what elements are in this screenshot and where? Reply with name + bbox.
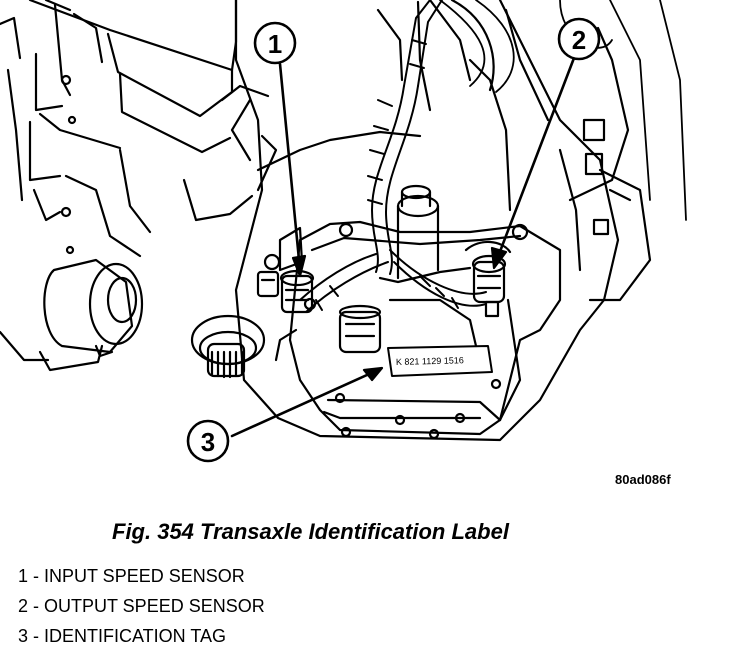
callout-3: 3 <box>186 419 230 463</box>
legend-list: 1 - INPUT SPEED SENSOR 2 - OUTPUT SPEED … <box>18 561 265 651</box>
leader-arrow-3 <box>362 366 384 382</box>
identification-tag-shape <box>387 345 493 377</box>
leader-lines <box>230 56 576 438</box>
right-bracket <box>588 168 652 302</box>
callout-number-2: 2 <box>572 25 586 55</box>
transaxle-illustration: 1 2 3 K 821 1129 1516 <box>0 0 687 463</box>
axle-housing <box>0 258 144 372</box>
identification-tag-text: K 821 1129 1516 <box>396 355 464 367</box>
engine-bay-structure <box>0 0 278 258</box>
figure-code: 80ad086f <box>615 472 671 487</box>
legend-item-input-speed-sensor: 1 - INPUT SPEED SENSOR <box>18 566 245 586</box>
wiring-harness <box>299 0 487 313</box>
transaxle-case <box>230 0 630 442</box>
legend-item-output-speed-sensor: 2 - OUTPUT SPEED SENSOR <box>18 596 265 616</box>
callout-1: 1 <box>253 21 297 65</box>
callout-number-3: 3 <box>201 427 215 457</box>
leader-arrow-1 <box>291 254 307 278</box>
leader-arrow-2 <box>490 246 508 270</box>
solenoid-tower <box>378 184 478 348</box>
callout-2: 2 <box>557 17 601 61</box>
upper-wires <box>439 0 687 221</box>
figure-caption: Fig. 354 Transaxle Identification Label <box>112 519 509 544</box>
callout-number-1: 1 <box>268 29 282 59</box>
valve-body-cover <box>263 220 562 440</box>
harness-connector <box>338 304 382 354</box>
output-shaft <box>190 314 266 379</box>
legend-item-identification-tag: 3 - IDENTIFICATION TAG <box>18 626 227 646</box>
output-speed-sensor <box>464 240 512 318</box>
